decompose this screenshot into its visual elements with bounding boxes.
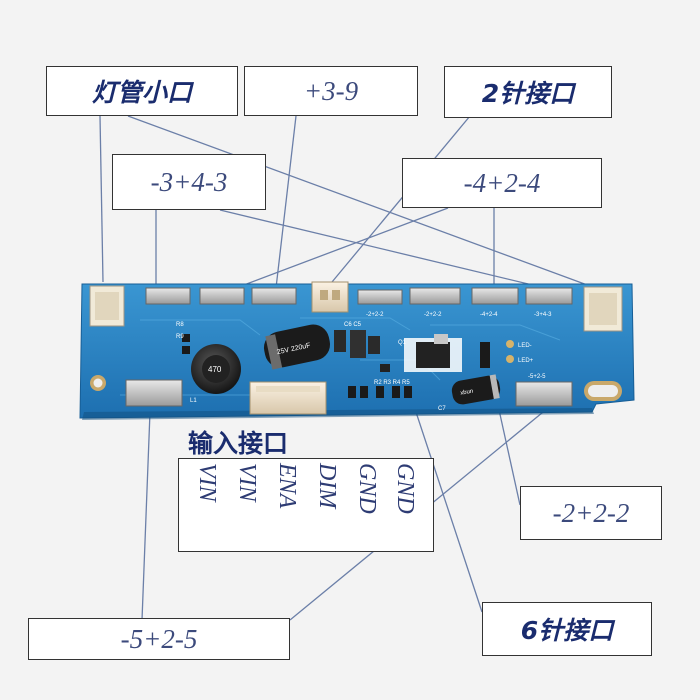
led-minus-pad [506,340,514,348]
pin-3: ENA [274,463,300,509]
ffc-connectors-bottom [125,379,573,407]
silk-con-2-2-2-b: -2+2-2 [424,312,442,318]
label-minus-3-4-3: -3+4-3 [112,154,266,210]
label-input-port: 输入接口 [188,429,289,458]
pin-6: GND [392,463,418,514]
label-six-pin-port: 6针接口 [482,602,652,656]
silk-led-minus: LED- [518,343,532,349]
ffc-connectors-top [145,287,573,305]
electrolytic-capacitor [263,324,331,370]
silk-con-2-2-2: -2+2-2 [366,312,384,318]
label-minus-2-2-2: -2+2-2 [520,486,662,540]
silk-r9: R9 [176,334,184,340]
smd-diode [480,342,490,368]
two-pin-connector [311,281,349,313]
smd-components [182,330,412,398]
silk-led-plus: LED+ [518,358,534,364]
lamp-connector-left [89,285,125,327]
pin-2: VIN [234,463,260,502]
silkscreen: LED- LED+ -2+2-2 -2+2-2 -4+2-4 -3+4-3 -5… [176,312,552,412]
silk-q1: Q1 [398,340,407,346]
silk-inductor: 470 [208,365,222,374]
six-pin-connector [249,381,327,415]
pin-5: GND [354,463,380,514]
silk-l1: L1 [190,398,197,404]
silk-con-5-2-5: -5+2-5 [528,374,546,380]
inductor-l1 [191,344,241,394]
silk-con-3-4-3: -3+4-3 [534,312,552,318]
label-minus-5-2-5: -5+2-5 [28,618,290,660]
diode [451,374,501,405]
input-pin-list: VIN VIN ENA DIM GND GND [178,458,434,552]
pin-4: DIM [314,463,340,509]
label-lamp-port: 灯管小口 [46,66,238,116]
label-plus-3-9: +3-9 [244,66,418,116]
silk-c-labels: C6 C5 [344,322,362,328]
label-two-pin-port: 2针接口 [444,66,612,118]
pin-1: VIN [194,463,220,502]
leader-lines [99,115,591,621]
silk-con-4-2-4: -4+2-4 [480,312,498,318]
lamp-connector-right [583,286,623,332]
label-minus-4-2-4: -4+2-4 [402,158,602,208]
silk-r8: R8 [176,322,184,328]
led-plus-pad [506,355,514,363]
silk-diode: xbun [460,389,474,397]
silk-r-labels: R2 R3 R4 R5 [374,380,410,386]
silk-c7: C7 [438,406,446,412]
mosfet-q1 [404,334,462,372]
